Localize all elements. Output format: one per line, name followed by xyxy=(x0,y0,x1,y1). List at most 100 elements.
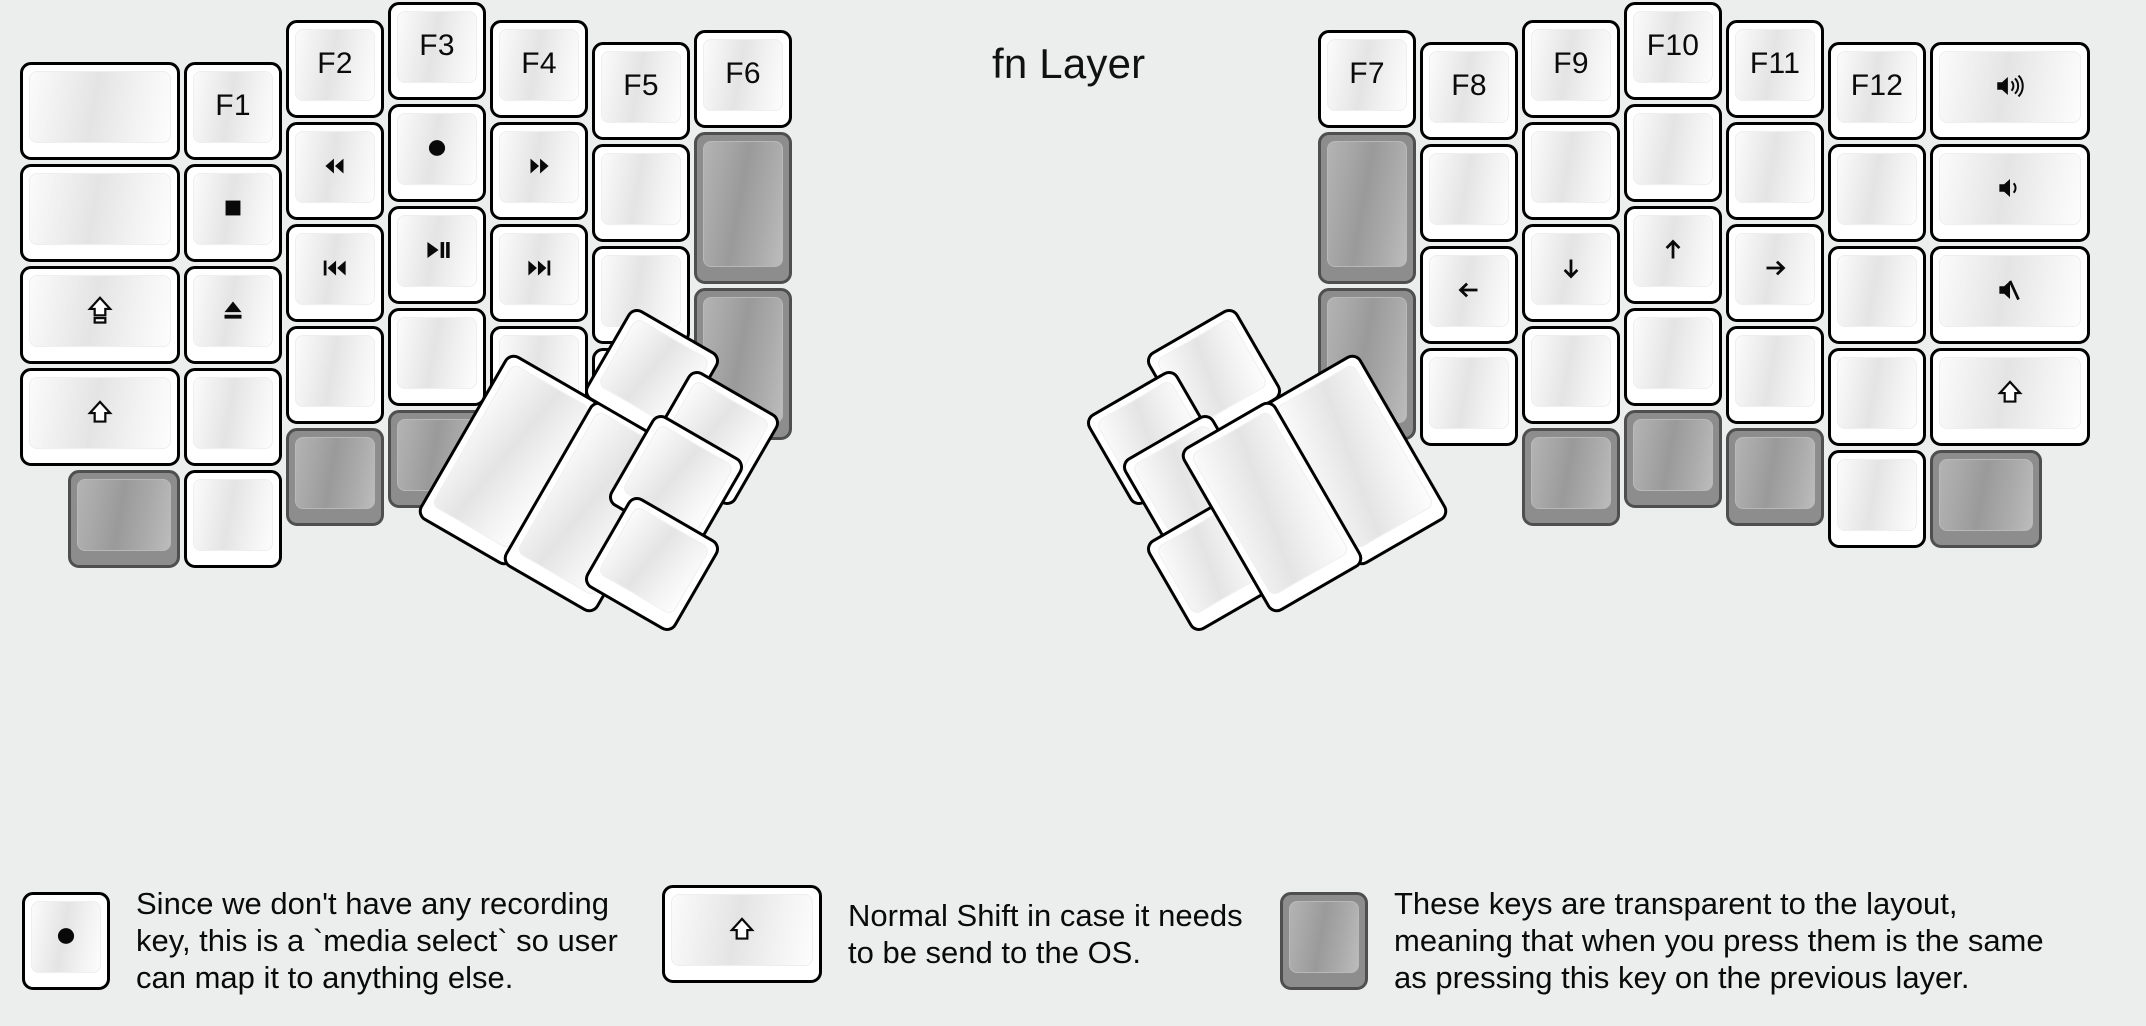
key-left-4-1[interactable] xyxy=(490,122,588,220)
key-left-2-0[interactable]: F2 xyxy=(286,20,384,118)
keycap-surface xyxy=(1633,11,1713,83)
keycap-surface xyxy=(1939,255,2081,327)
keycap-surface xyxy=(295,29,375,101)
keycap-surface xyxy=(1531,29,1611,101)
key-left-6-0[interactable]: F6 xyxy=(694,30,792,128)
keycap-surface xyxy=(1327,141,1407,267)
legend-description-1: Normal Shift in case it needs to be send… xyxy=(848,897,1243,970)
key-right-3-1[interactable] xyxy=(1624,104,1722,202)
legend-item-0: Since we don't have any recording key, t… xyxy=(22,885,618,997)
key-right-2-4[interactable] xyxy=(1522,428,1620,526)
key-left-3-1[interactable] xyxy=(388,104,486,202)
key-left-0-0[interactable] xyxy=(20,62,180,160)
keycap-surface xyxy=(193,71,273,143)
legend-key-sample-0 xyxy=(22,891,110,990)
keycap-surface xyxy=(295,131,375,203)
key-right-1-0[interactable]: F8 xyxy=(1420,42,1518,140)
keycap-surface xyxy=(1837,51,1917,123)
keycap-surface xyxy=(601,51,681,123)
key-left-0-4[interactable] xyxy=(68,470,180,568)
key-right-5-0[interactable]: F12 xyxy=(1828,42,1926,140)
keycap-surface xyxy=(397,11,477,83)
keycap-surface xyxy=(1837,357,1917,429)
keycap-surface xyxy=(193,173,273,245)
key-right-2-3[interactable] xyxy=(1522,326,1620,424)
keycap-surface xyxy=(1289,900,1359,973)
keycap-surface xyxy=(295,233,375,305)
key-right-0-1[interactable] xyxy=(1318,132,1416,284)
keycap-surface xyxy=(703,39,783,111)
keycap-surface xyxy=(1531,233,1611,305)
key-right-0-0[interactable]: F7 xyxy=(1318,30,1416,128)
key-left-1-4[interactable] xyxy=(184,470,282,568)
legend-keycap-0 xyxy=(22,891,110,990)
keycap-surface xyxy=(1939,153,2081,225)
key-right-1-2[interactable] xyxy=(1420,246,1518,344)
key-right-6-4[interactable] xyxy=(1930,450,2042,548)
keycap-surface xyxy=(499,131,579,203)
key-right-6-3[interactable] xyxy=(1930,348,2090,446)
keycap-surface xyxy=(1837,255,1917,327)
key-left-3-0[interactable]: F3 xyxy=(388,2,486,100)
keycap-surface xyxy=(1837,459,1917,531)
key-left-5-1[interactable] xyxy=(592,144,690,242)
key-right-6-0[interactable] xyxy=(1930,42,2090,140)
key-left-2-3[interactable] xyxy=(286,326,384,424)
keycap-surface xyxy=(1735,131,1815,203)
key-right-2-2[interactable] xyxy=(1522,224,1620,322)
key-left-1-1[interactable] xyxy=(184,164,282,262)
key-right-2-1[interactable] xyxy=(1522,122,1620,220)
legend-key-sample-1 xyxy=(662,885,822,983)
page-title: fn Layer xyxy=(992,40,1146,87)
key-left-2-2[interactable] xyxy=(286,224,384,322)
key-right-6-2[interactable] xyxy=(1930,246,2090,344)
legend-item-1: Normal Shift in case it needs to be send… xyxy=(662,885,1243,983)
key-left-3-2[interactable] xyxy=(388,206,486,304)
key-right-4-0[interactable]: F11 xyxy=(1726,20,1824,118)
key-right-3-4[interactable] xyxy=(1624,410,1722,508)
keycap-surface xyxy=(1429,357,1509,429)
key-left-0-3[interactable] xyxy=(20,368,180,466)
keycap-surface xyxy=(193,479,273,551)
key-left-3-3[interactable] xyxy=(388,308,486,406)
key-right-5-3[interactable] xyxy=(1828,348,1926,446)
key-right-6-1[interactable] xyxy=(1930,144,2090,242)
keycap-surface xyxy=(1633,215,1713,287)
key-left-6-1[interactable] xyxy=(694,132,792,284)
key-left-1-2[interactable] xyxy=(184,266,282,364)
key-left-2-1[interactable] xyxy=(286,122,384,220)
key-right-3-2[interactable] xyxy=(1624,206,1722,304)
keycap-surface xyxy=(1735,29,1815,101)
key-right-1-3[interactable] xyxy=(1420,348,1518,446)
legend-description-0: Since we don't have any recording key, t… xyxy=(136,886,618,996)
key-left-0-2[interactable] xyxy=(20,266,180,364)
key-left-0-1[interactable] xyxy=(20,164,180,262)
key-right-5-2[interactable] xyxy=(1828,246,1926,344)
key-left-5-0[interactable]: F5 xyxy=(592,42,690,140)
key-left-1-0[interactable]: F1 xyxy=(184,62,282,160)
key-left-2-4[interactable] xyxy=(286,428,384,526)
keycap-surface xyxy=(193,275,273,347)
key-right-4-2[interactable] xyxy=(1726,224,1824,322)
keycap-surface xyxy=(499,29,579,101)
key-right-3-3[interactable] xyxy=(1624,308,1722,406)
key-right-1-1[interactable] xyxy=(1420,144,1518,242)
key-right-4-1[interactable] xyxy=(1726,122,1824,220)
keycap-surface xyxy=(1939,459,2033,531)
key-right-3-0[interactable]: F10 xyxy=(1624,2,1722,100)
key-left-4-0[interactable]: F4 xyxy=(490,20,588,118)
key-left-4-2[interactable] xyxy=(490,224,588,322)
keycap-surface xyxy=(193,377,273,449)
keycap-surface xyxy=(295,335,375,407)
key-right-2-0[interactable]: F9 xyxy=(1522,20,1620,118)
keycap-surface xyxy=(703,141,783,267)
keycap-surface xyxy=(1939,357,2081,429)
keycap-surface xyxy=(295,437,375,509)
key-left-1-3[interactable] xyxy=(184,368,282,466)
keycap-surface xyxy=(1429,153,1509,225)
key-right-4-4[interactable] xyxy=(1726,428,1824,526)
key-right-4-3[interactable] xyxy=(1726,326,1824,424)
key-right-5-4[interactable] xyxy=(1828,450,1926,548)
legend-key-sample-2 xyxy=(1280,891,1368,990)
key-right-5-1[interactable] xyxy=(1828,144,1926,242)
